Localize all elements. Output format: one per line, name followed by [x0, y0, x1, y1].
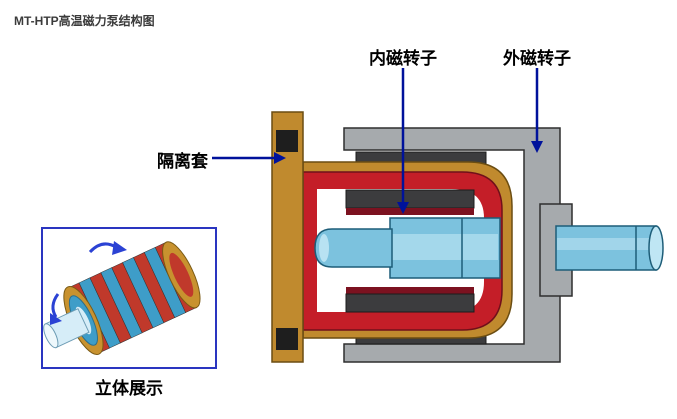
- page-title: MT-HTP高温磁力泵结构图: [14, 14, 155, 28]
- inner-rotor-arrowhead-icon: [397, 202, 409, 214]
- outer-rotor-arrowhead-icon: [531, 141, 543, 153]
- sleeve-arrowhead-icon: [274, 152, 286, 164]
- rotor-3d-model: [43, 241, 201, 355]
- rotor-hub-highlight: [392, 234, 498, 260]
- leader-lines: [212, 68, 543, 214]
- label-outer-rotor: 外磁转子: [503, 49, 571, 68]
- mounting-flange: [271, 111, 304, 363]
- shaft-left-cap: [319, 234, 329, 262]
- rotor-face-far: [169, 252, 194, 297]
- inner-magnet-bottom: [345, 293, 475, 313]
- rotor-stripes: [67, 241, 197, 354]
- rotor-shaft-cap-3d: [43, 323, 59, 349]
- rotation-arrow-top-head-icon: [112, 241, 127, 255]
- rotation-arrow-left-head-icon: [50, 313, 62, 325]
- shaft-right-cap: [648, 225, 664, 271]
- rotation-arrow-left-icon: [51, 293, 60, 318]
- inset-3d-view: [41, 227, 217, 369]
- inner-magnet-backing-bottom: [346, 287, 474, 294]
- flange-bolt-top: [276, 130, 298, 152]
- inset-caption: 立体展示: [95, 379, 163, 398]
- drive-shaft-highlight: [557, 238, 655, 250]
- rotation-arrows: [50, 241, 127, 325]
- label-inner-rotor: 内磁转子: [369, 49, 437, 68]
- inner-magnets: [345, 189, 475, 313]
- pump-shaft-left: [314, 228, 393, 268]
- flange-bolt-bottom: [276, 328, 298, 350]
- inner-magnet-top: [345, 189, 475, 209]
- inner-magnet-backing-top: [346, 208, 474, 215]
- label-isolation-sleeve: 隔离套: [157, 152, 208, 171]
- shaft-assembly: [314, 217, 664, 279]
